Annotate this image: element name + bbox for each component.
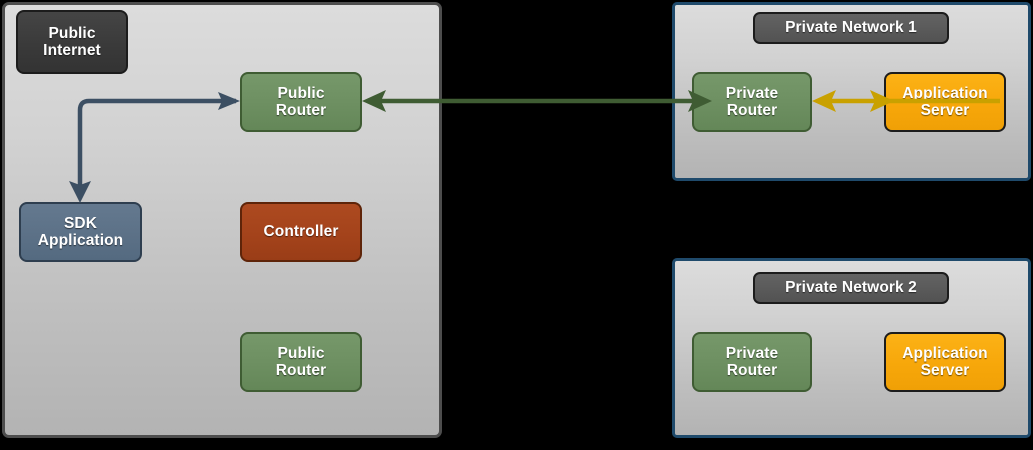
badge-private-network-1: Private Network 1	[753, 12, 949, 44]
node-public-router-top[interactable]: Public Router	[240, 72, 362, 132]
node-controller[interactable]: Controller	[240, 202, 362, 262]
node-label-line-1: Application	[902, 84, 988, 102]
node-label-line-1: Public	[277, 344, 325, 362]
badge-label: Private Network 1	[785, 19, 917, 37]
node-application-server-1[interactable]: Application Server	[884, 72, 1006, 132]
node-label-line-1: SDK	[63, 214, 98, 232]
node-label-line-2: Internet	[43, 42, 101, 59]
node-application-server-2[interactable]: Application Server	[884, 332, 1006, 392]
node-label-line-2: Router	[275, 102, 327, 119]
node-label-line-1: Public	[48, 24, 96, 42]
node-label-line-1: Controller	[263, 223, 339, 241]
node-private-router-2[interactable]: Private Router	[692, 332, 812, 392]
badge-private-network-2: Private Network 2	[753, 272, 949, 304]
node-label-line-1: Public	[277, 84, 325, 102]
node-label-line-2: Server	[920, 362, 970, 379]
node-public-router-bottom[interactable]: Public Router	[240, 332, 362, 392]
badge-label: Private Network 2	[785, 279, 917, 297]
node-label-line-1: Application	[902, 344, 988, 362]
node-label-line-1: Private	[725, 344, 779, 362]
node-label-line-2: Router	[726, 362, 778, 379]
node-label-line-2: Router	[726, 102, 778, 119]
node-sdk-application[interactable]: SDK Application	[19, 202, 142, 262]
node-label-line-1: Private	[725, 84, 779, 102]
node-label-line-2: Router	[275, 362, 327, 379]
node-public-internet[interactable]: Public Internet	[16, 10, 128, 74]
node-private-router-1[interactable]: Private Router	[692, 72, 812, 132]
node-label-line-2: Application	[37, 232, 124, 249]
node-label-line-2: Server	[920, 102, 970, 119]
